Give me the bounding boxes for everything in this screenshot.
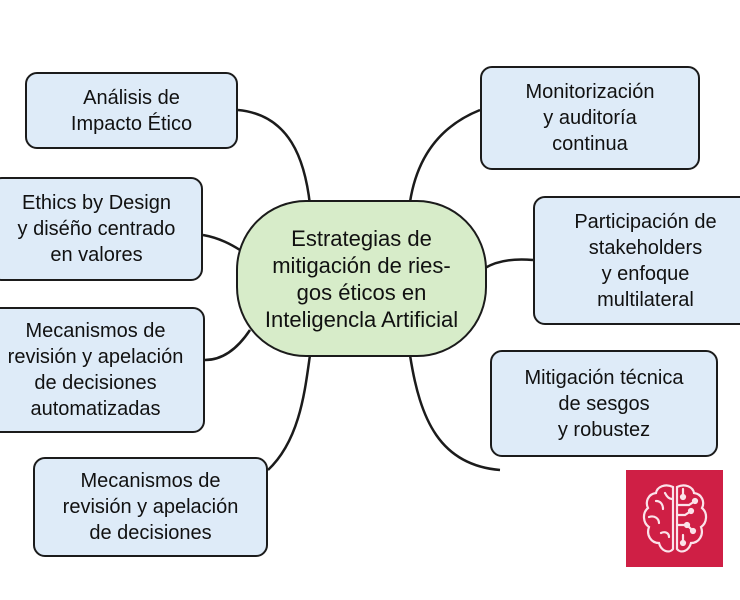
connector-analisis — [237, 108, 312, 206]
connector-ethics — [202, 233, 241, 252]
connector-mitigacion — [408, 354, 501, 472]
connector-mecanismos-bottom — [267, 354, 312, 471]
branch-participacion-stakeholders: Participación de stakeholders y enfoque … — [533, 196, 740, 325]
branch-mecanismos-revision: Mecanismos de revisión y apelación de de… — [33, 457, 268, 557]
branch-analisis-impacto-etico: Análisis de Impacto Ético — [25, 72, 238, 149]
branch-ethics-by-design: Ethics by Design y diséño centrado en va… — [0, 177, 203, 281]
connector-monitorizacion — [408, 108, 481, 203]
branch-mitigacion-tecnica: Mitigación técnica de sesgos y robustez — [490, 350, 718, 457]
connector-mecanismos-left — [204, 329, 252, 362]
connector-participacion — [484, 258, 534, 270]
branch-monitorizacion: Monitorización y auditoría continua — [480, 66, 700, 170]
branch-mecanismos-revision-automatizadas: Mecanismos de revisión y apelación de de… — [0, 307, 205, 433]
brain-circuit-icon — [626, 470, 723, 567]
central-topic-node: Estrategias de mitigación de ries- gos é… — [236, 200, 487, 357]
